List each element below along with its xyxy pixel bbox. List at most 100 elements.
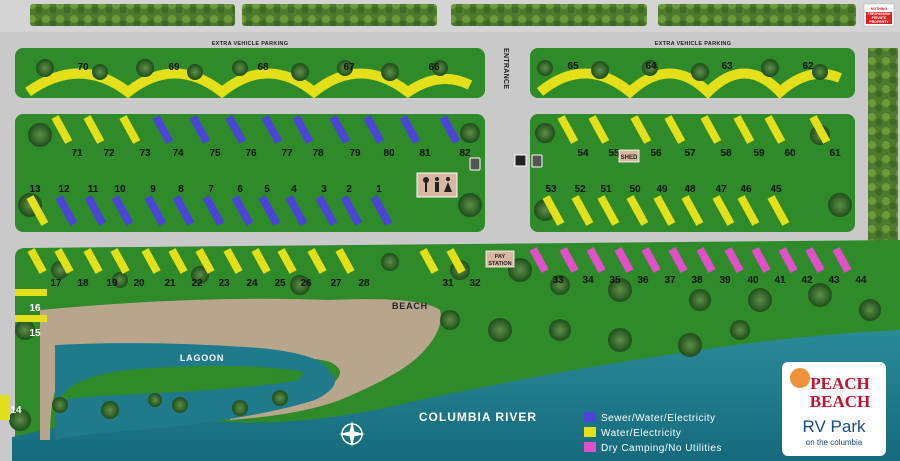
site-label-14: 14 <box>10 405 22 416</box>
tree-25 <box>191 266 209 284</box>
site-label-39: 39 <box>719 275 731 286</box>
site-stripe-25 <box>251 248 271 274</box>
site-stripe-34 <box>559 247 579 273</box>
site-stripe-82 <box>439 115 461 144</box>
site-label-28: 28 <box>358 278 370 289</box>
tree-22 <box>828 193 852 217</box>
site-label-1: 1 <box>376 184 382 195</box>
site-label-56: 56 <box>650 148 662 159</box>
site-label-62: 62 <box>802 61 814 72</box>
tree-24 <box>112 272 128 288</box>
site-stripe-74 <box>152 115 174 144</box>
legend: Sewer/Water/Electricity Water/Electricit… <box>584 412 721 454</box>
site-label-82: 82 <box>459 148 471 159</box>
site-marker-14 <box>0 395 10 420</box>
site-stripe-21 <box>141 248 161 274</box>
site-stripe-33 <box>529 247 549 273</box>
shed: SHED <box>618 149 640 163</box>
tree-4 <box>232 60 248 76</box>
legend-swatch-sewer <box>584 412 596 422</box>
site-stripe-52 <box>571 195 594 226</box>
site-stripe-31 <box>419 248 439 274</box>
tree-3 <box>187 64 203 80</box>
svg-text:SHED: SHED <box>621 155 638 161</box>
site-label-11: 11 <box>88 184 99 195</box>
site-stripe-78 <box>292 115 314 144</box>
svg-text:on the columbia: on the columbia <box>806 438 863 447</box>
site-stripe-61 <box>809 115 831 144</box>
site-label-7: 7 <box>208 184 214 195</box>
lagoon-label: LAGOON <box>180 353 224 363</box>
site-stripe-17 <box>27 248 47 274</box>
site-stripe-23 <box>195 248 215 274</box>
legend-sewer: Sewer/Water/Electricity <box>601 413 715 424</box>
site-stripe-8 <box>172 195 195 226</box>
site-label-21: 21 <box>164 278 176 289</box>
svg-text:PAY: PAY <box>495 254 506 260</box>
tree-2 <box>136 59 154 77</box>
lagoon-arm <box>55 369 335 440</box>
tree-44 <box>52 397 68 413</box>
svg-text:BEACH: BEACH <box>810 392 870 411</box>
site-label-8: 8 <box>178 184 184 195</box>
site-label-43: 43 <box>828 275 840 286</box>
tree-33 <box>748 288 772 312</box>
lagoon <box>55 343 330 440</box>
tree-0 <box>36 59 54 77</box>
site-stripe-20 <box>110 248 130 274</box>
site-marker-16 <box>15 289 47 296</box>
grass-block-mid-left <box>15 114 485 232</box>
site-label-47: 47 <box>715 184 727 195</box>
site-label-80: 80 <box>383 148 395 159</box>
legend-water: Water/Electricity <box>601 428 681 439</box>
peach-icon <box>790 368 810 388</box>
tree-14 <box>812 64 828 80</box>
site-stripe-35 <box>586 247 606 273</box>
tree-39 <box>608 328 632 352</box>
pay-station: PAY STATION <box>485 250 515 268</box>
site-stripe-73 <box>119 115 141 144</box>
tree-46 <box>172 397 188 413</box>
site-label-49: 49 <box>656 184 668 195</box>
site-label-68: 68 <box>257 62 269 73</box>
svg-text:STATION: STATION <box>488 261 511 267</box>
site-stripe-53 <box>542 195 565 226</box>
site-label-72: 72 <box>103 148 115 159</box>
site-stripe-9 <box>144 195 167 226</box>
svg-text:PROPERTY: PROPERTY <box>869 20 889 24</box>
site-stripe-38 <box>668 247 688 273</box>
site-label-17: 17 <box>50 278 62 289</box>
legend-swatch-water <box>584 427 596 437</box>
tree-1 <box>92 64 108 80</box>
tree-16 <box>460 123 480 143</box>
hedge-2 <box>242 4 437 26</box>
site-label-51: 51 <box>600 184 612 195</box>
site-label-54: 54 <box>577 148 589 159</box>
site-label-10: 10 <box>114 184 126 195</box>
site-label-73: 73 <box>139 148 151 159</box>
site-stripe-18 <box>54 248 74 274</box>
site-label-37: 37 <box>664 275 676 286</box>
women-icon <box>444 177 452 192</box>
tree-7 <box>381 63 399 81</box>
site-stripes <box>26 115 852 274</box>
tree-38 <box>549 319 571 341</box>
site-stripe-80 <box>363 115 385 144</box>
site-label-15: 15 <box>29 328 41 339</box>
site-stripe-39 <box>696 247 716 273</box>
site-stripe-72 <box>83 115 105 144</box>
site-stripe-55 <box>588 115 610 144</box>
site-stripe-28 <box>335 248 355 274</box>
site-stripe-37 <box>641 247 661 273</box>
site-label-77: 77 <box>281 148 293 159</box>
site-label-55: 55 <box>608 148 620 159</box>
tree-37 <box>488 318 512 342</box>
site-stripe-54 <box>557 115 579 144</box>
site-stripe-22 <box>168 248 188 274</box>
site-label-75: 75 <box>209 148 221 159</box>
site-label-78: 78 <box>312 148 324 159</box>
site-label-35: 35 <box>609 275 621 286</box>
tree-9 <box>537 60 553 76</box>
site-label-34: 34 <box>582 275 594 286</box>
